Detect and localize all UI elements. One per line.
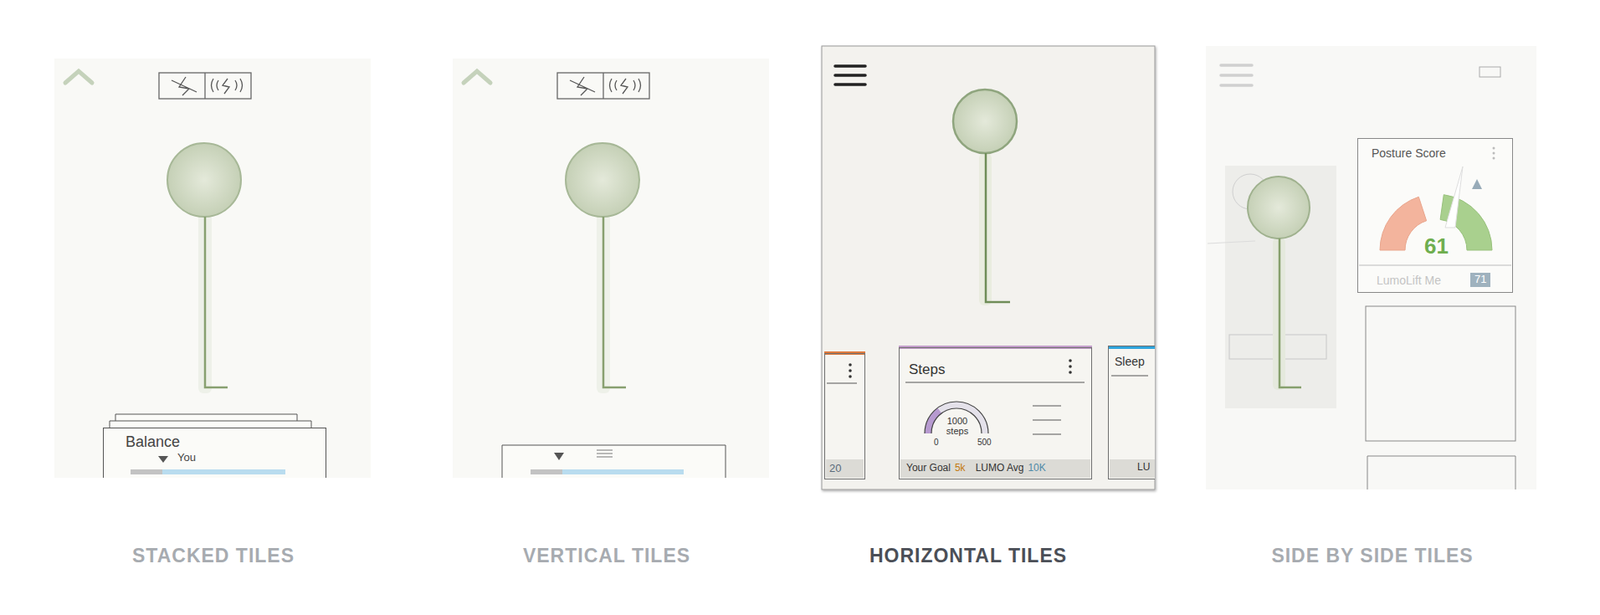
footer-label: LU [1137, 461, 1150, 474]
phone-screen [1205, 46, 1537, 490]
menu-dot [1492, 147, 1496, 150]
figure-body [603, 216, 626, 388]
phone-screen [452, 58, 770, 478]
phone-mockup: HORIZONTAL TILES20Steps1000 steps0500You… [821, 46, 1155, 490]
dashboard-tile: Posture Score 61LumoLift Me 71 [1357, 138, 1513, 293]
toggle-divider [204, 72, 206, 99]
figure-body [205, 216, 228, 388]
marker-label: You [177, 451, 196, 465]
phone-screen [54, 58, 371, 478]
figure-body [985, 153, 1011, 303]
menu-dot [1492, 152, 1496, 155]
menu-dot [1492, 157, 1496, 160]
phone-mockup: STACKED TILESBalanceYou [54, 58, 371, 478]
mute-icon [171, 76, 197, 96]
gauge-needle [1445, 166, 1463, 228]
footer-value: 10K [1027, 462, 1046, 475]
menu-dot [1068, 370, 1072, 375]
menu-dot [848, 374, 852, 379]
tile-title: Sleep [1114, 354, 1145, 369]
sketch-line [1207, 241, 1256, 244]
marker-triangle [158, 456, 169, 463]
tile-fill [502, 445, 726, 478]
tile-footer-band [900, 459, 1091, 478]
chevron-icon [463, 71, 491, 83]
gauge-tick: 0 [933, 437, 939, 448]
gauge-value: 1000 steps [940, 416, 975, 436]
menu-dot [848, 363, 852, 367]
tile-footer-band [825, 459, 864, 478]
marker-triangle [553, 452, 565, 461]
tile-fill [898, 347, 1093, 480]
vibrate-icon [211, 78, 243, 94]
menu-dot [1068, 364, 1072, 369]
figure-head [1247, 176, 1310, 239]
tile-title: Steps [908, 361, 945, 379]
lines-icon [1032, 405, 1062, 435]
mockup-caption: VERTICAL TILES [397, 544, 816, 567]
phone-mockup: SIDE BY SIDE TILESPosture Score61LumoLif… [1205, 46, 1537, 490]
gauge-tick: 500 [977, 437, 992, 448]
tile-footer: Your Goal5k LUMO Avg10K [906, 462, 1047, 475]
dashboard-tile: SleepLU [1107, 345, 1155, 480]
empty-tile [1367, 456, 1516, 490]
mockup-caption: SIDE BY SIDE TILES [1163, 544, 1582, 567]
menu-dot [848, 369, 852, 373]
dashboard-tile: Steps 1000 steps0 500Your Goal5k LUMO Avg10… [898, 347, 1093, 480]
figure-body [1279, 238, 1302, 388]
balance-bar [530, 469, 684, 475]
tile-rule [1111, 375, 1149, 377]
balance-bar-grey [130, 469, 163, 475]
tile-fill [824, 353, 866, 480]
vertical-tile [502, 445, 726, 478]
tile-value: 20 [829, 462, 842, 476]
tile-title: Balance [125, 433, 180, 452]
toggle-divider [602, 72, 604, 99]
balance-bar-grey [530, 469, 563, 475]
figure-head [565, 143, 640, 217]
gauge-low [1379, 196, 1427, 251]
status-icon [1479, 66, 1501, 77]
footer-label: LUMO Avg [975, 462, 1025, 475]
gauge-pointer [1471, 179, 1483, 190]
figure-head [167, 143, 242, 217]
tile-rule [905, 382, 1085, 384]
tile-fill [1357, 138, 1513, 293]
tile-rule [1358, 265, 1512, 267]
comparison-value: 71 [1470, 272, 1491, 288]
balance-bar [130, 469, 286, 475]
mute-icon [569, 76, 595, 96]
toggle-icon [557, 72, 650, 99]
lines-icon [596, 450, 613, 457]
phone-screen [821, 46, 1155, 490]
tile-fill [102, 427, 327, 478]
figure-head [953, 89, 1017, 154]
hamburger-icon [1220, 65, 1252, 86]
tile-footer-band [1109, 459, 1155, 478]
figure-panel [1225, 165, 1337, 409]
score-value: 61 [1424, 234, 1449, 260]
phone-mockup: VERTICAL TILES [452, 58, 770, 478]
mockup-caption: STACKED TILES [4, 544, 423, 567]
dashboard-tile: 20 [824, 353, 866, 480]
mockup-caption: HORIZONTAL TILES [758, 544, 1178, 567]
stacked-tile-back [109, 420, 312, 428]
dashboard-tile: BalanceYou [102, 427, 327, 478]
vibrate-icon [610, 78, 642, 94]
menu-dot [1068, 358, 1072, 363]
tile-fill [1107, 348, 1155, 480]
toggle-icon [158, 72, 252, 99]
tile-rule [826, 383, 857, 385]
chevron-icon [65, 71, 93, 83]
empty-tile [1365, 306, 1516, 442]
tile-title: Posture Score [1371, 146, 1447, 160]
comparison-label: LumoLift Me [1376, 273, 1442, 288]
hamburger-icon [835, 66, 866, 85]
footer-value: 5k [954, 462, 966, 475]
footer-label: Your Goal [906, 462, 951, 475]
